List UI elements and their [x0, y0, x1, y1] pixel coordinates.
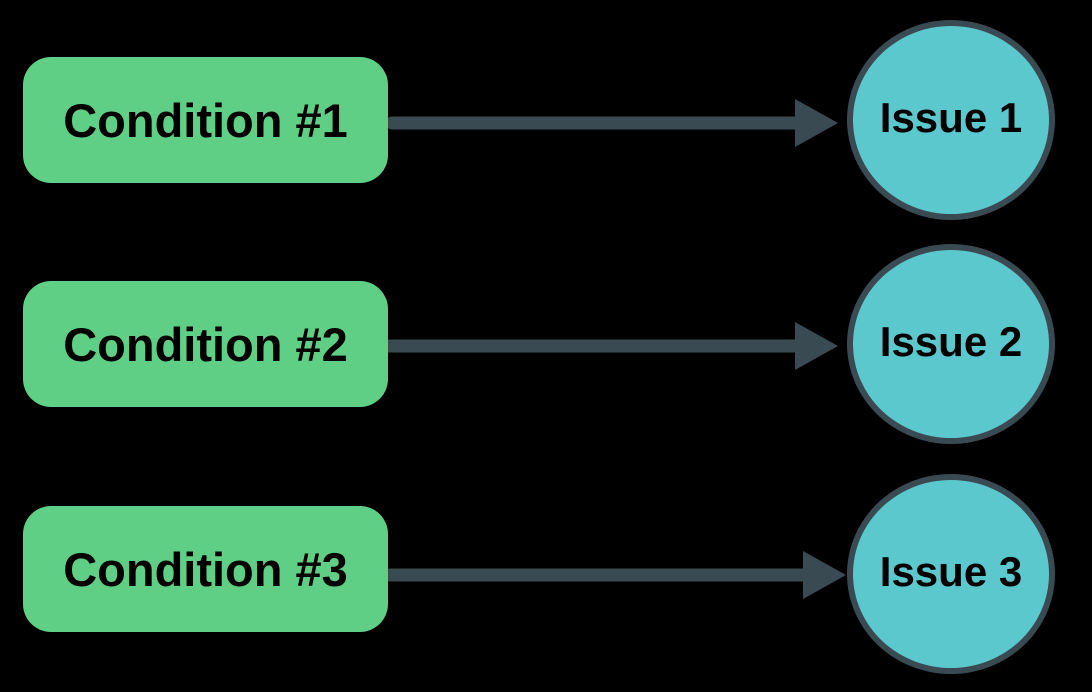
condition-label: Condition #2: [63, 317, 348, 371]
arrow-head-icon: [795, 322, 838, 370]
issue-node-1: Issue 1: [847, 20, 1055, 220]
issue-node-2: Issue 2: [847, 244, 1055, 444]
arrow-head-icon: [795, 99, 838, 147]
condition-label: Condition #1: [63, 93, 348, 147]
issue-label: Issue 3: [879, 548, 1023, 595]
condition-node-2: Condition #2: [23, 281, 388, 407]
arrow-head-icon: [803, 551, 846, 599]
arrow-condition2-issue2: [377, 322, 838, 370]
condition-label: Condition #3: [63, 542, 348, 596]
issue-label: Issue 2: [879, 318, 1023, 365]
arrow-condition1-issue1: [385, 99, 838, 147]
arrow-condition3-issue3: [383, 551, 846, 599]
condition-node-3: Condition #3: [23, 506, 388, 632]
issue-node-3: Issue 3: [847, 474, 1055, 674]
condition-node-1: Condition #1: [23, 57, 388, 183]
issue-label: Issue 1: [879, 94, 1023, 141]
